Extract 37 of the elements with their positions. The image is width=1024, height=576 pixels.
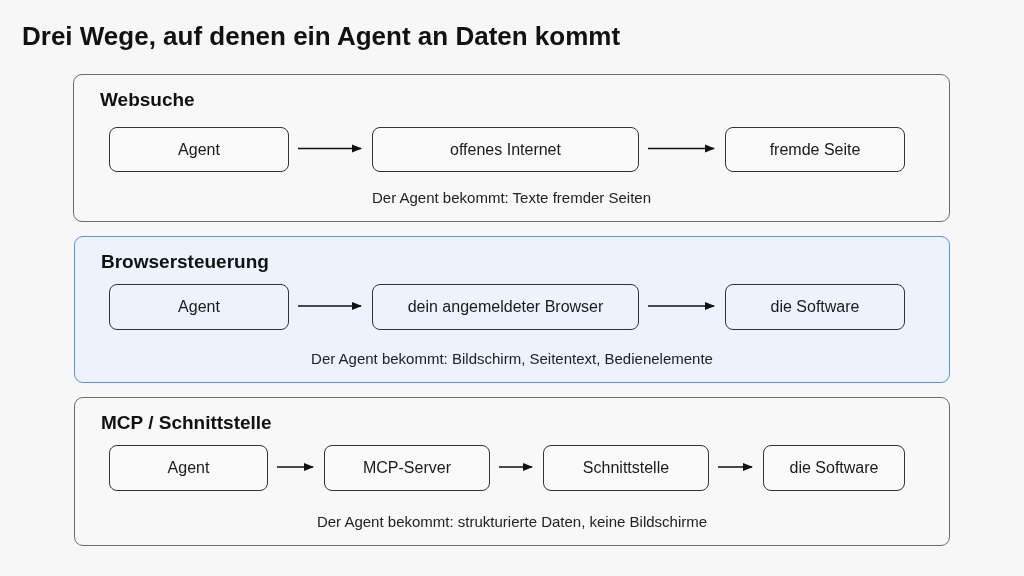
panel-note: Der Agent bekommt: Texte fremder Seiten	[372, 188, 651, 207]
panel-heading: Websuche	[100, 88, 195, 112]
box-label: die Software	[789, 459, 879, 477]
box-label: fremde Seite	[769, 140, 861, 159]
process-box	[543, 445, 709, 491]
process-box	[109, 445, 268, 491]
arrow	[647, 144, 715, 153]
box-label: Schnittstelle	[582, 459, 670, 477]
box-label: die Software	[770, 298, 860, 316]
arrow	[498, 463, 533, 471]
box-label: Agent	[178, 140, 220, 159]
arrow	[717, 463, 753, 471]
box-label: offenes Internet	[450, 140, 561, 159]
box-label: Agent	[178, 298, 220, 316]
panel-note: Der Agent bekommt: Bildschirm, Seitentext, Bedienelemente	[311, 349, 713, 368]
arrow	[276, 463, 314, 471]
arrow	[297, 144, 362, 153]
group-panel	[74, 397, 950, 546]
box-label: MCP-Server	[363, 459, 451, 477]
group-panel	[74, 236, 950, 383]
panel-note: Der Agent bekommt: strukturierte Daten, keine Bildschirme	[316, 512, 708, 531]
group-panel	[73, 74, 950, 222]
process-box	[372, 127, 639, 172]
arrow	[647, 302, 715, 310]
panel-heading: MCP / Schnittstelle	[101, 411, 272, 435]
process-box	[725, 284, 905, 330]
process-box	[109, 284, 289, 330]
process-box	[372, 284, 639, 330]
diagram-title: Drei Wege, auf denen ein Agent an Daten kommt	[22, 20, 621, 52]
panel-heading: Browsersteuerung	[101, 250, 269, 274]
arrow	[297, 302, 362, 310]
box-label: Agent	[167, 459, 210, 477]
box-label: dein angemeldeter Browser	[407, 298, 604, 316]
process-box	[109, 127, 289, 172]
process-box	[763, 445, 905, 491]
process-box	[324, 445, 490, 491]
process-box	[725, 127, 905, 172]
